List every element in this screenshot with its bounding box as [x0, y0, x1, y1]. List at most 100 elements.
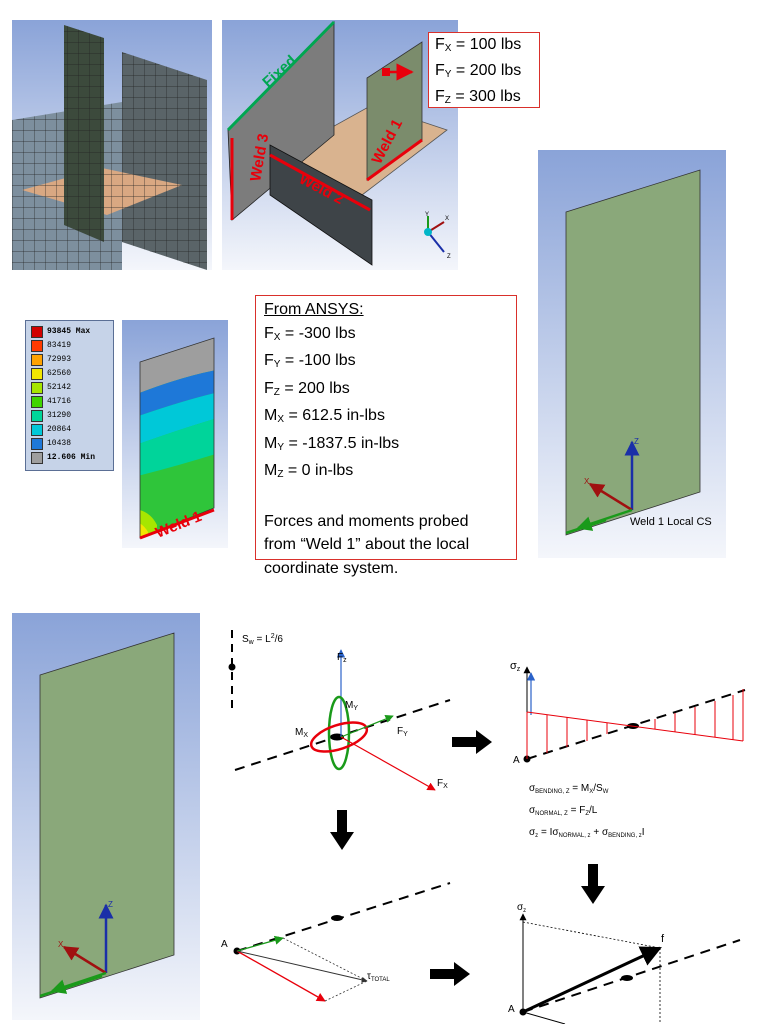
bottom-axes-icon: Z X	[50, 900, 114, 994]
legend-row: 41716	[31, 396, 109, 408]
shear-illustration: A τTOTAL	[221, 882, 451, 1002]
weld-axis-line	[234, 699, 451, 771]
stress-point-a: A	[513, 755, 520, 766]
legend-row: 72993	[31, 354, 109, 366]
stress-profile-line	[526, 711, 744, 742]
section-modulus-label: Sw = L2/6	[242, 633, 283, 646]
legend-row: 83419	[31, 340, 109, 352]
weld2-line	[269, 153, 371, 212]
svg-text:X: X	[445, 216, 449, 222]
stress-distribution: σz A σBENDING, Z = MX/SW σNORMAL, Z = FZ…	[505, 655, 755, 850]
mx-label: MX	[295, 727, 308, 739]
ansys-note-1: Forces and moments probed	[264, 512, 469, 530]
normal-stress-eq: σNORMAL, Z = FZ/L	[529, 805, 598, 817]
local-axes-icon: Z X	[576, 437, 640, 531]
bottom-plate-illustration: Z X	[12, 613, 200, 1020]
front-plate	[269, 144, 373, 266]
weld-contour-illustration: Weld 1	[122, 320, 228, 548]
mesh-model-panel	[12, 20, 212, 270]
ansys-mx: MX = 612.5 in-lbs	[264, 407, 385, 425]
ansys-fz: FZ = 200 lbs	[264, 379, 350, 398]
shear-fy-vector	[236, 935, 284, 952]
flow-arrow-down-1	[330, 810, 354, 850]
svg-text:Z: Z	[634, 437, 639, 446]
flow-arrow-down-2	[581, 864, 605, 904]
stress-distribution-illustration: σz A σBENDING, Z = MX/SW σNORMAL, Z = FZ…	[510, 660, 746, 839]
bending-stress-eq: σBENDING, Z = MX/SW	[529, 783, 609, 795]
resultant-f-label: f	[661, 933, 665, 945]
fz-label: Fz	[337, 652, 347, 664]
ansys-note-3: coordinate system.	[264, 559, 399, 577]
legend-swatch-7	[31, 424, 43, 436]
contour-panel: Weld 1	[122, 320, 228, 548]
ansys-mz: MZ = 0 in-lbs	[264, 462, 354, 480]
flow-arrow-right-1	[452, 730, 492, 754]
ansys-fx: FX = -300 lbs	[264, 324, 356, 343]
mesh-model-illustration	[12, 20, 212, 270]
legend-swatch-1	[31, 340, 43, 352]
ansys-heading: From ANSYS:	[264, 301, 364, 318]
legend-swatch-2	[31, 354, 43, 366]
weld1-contour-edge	[139, 508, 215, 540]
flow-arrow-right-2	[430, 962, 470, 986]
legend-row: 12.606 Min	[31, 452, 109, 464]
sigma-z-label: σz	[510, 660, 521, 673]
combined-weld-axis	[522, 939, 741, 1013]
combined-point-a: A	[508, 1004, 515, 1015]
stress-hatch	[546, 695, 734, 753]
stress-legend: 93845 Max 83419 72993 62560 52142 41716 …	[25, 320, 114, 471]
my-moment-arc	[327, 695, 351, 771]
weld1-plate-local	[565, 169, 701, 536]
svg-text:Z: Z	[108, 900, 113, 909]
my-label: MY	[345, 700, 358, 712]
applied-loads-box: FX = 100 lbs FY = 200 lbs FZ = 300 lbs	[428, 32, 540, 108]
fy-label: FY	[397, 726, 408, 738]
total-stress-eq: σz = IσNORMAL, z + σBENDING, zI	[529, 827, 645, 839]
free-body-diagram: Sw = L2/6 Fz MY MX FY FX	[215, 620, 465, 800]
fx-label: FX	[437, 778, 448, 790]
legend-swatch-4	[31, 382, 43, 394]
legend-swatch-3	[31, 368, 43, 380]
fbd-illustration: Sw = L2/6 Fz MY MX FY FX	[228, 630, 451, 791]
weld1-edge-bottom	[39, 974, 103, 998]
legend-swatch-6	[31, 410, 43, 422]
tau-total-label: τTOTAL	[367, 971, 390, 983]
shear-total-vector	[236, 950, 368, 983]
ansys-fy: FY = -100 lbs	[264, 352, 356, 370]
applied-fy: FY = 200 lbs	[435, 62, 522, 80]
fx-arrow	[340, 736, 436, 791]
legend-row: 62560	[31, 368, 109, 380]
legend-row: 10438	[31, 438, 109, 450]
resultant-f-vector	[522, 946, 662, 1014]
shear-diagram: A τTOTAL	[215, 875, 460, 1010]
local-cs-label: Weld 1 Local CS	[630, 516, 712, 528]
combined-illustration: σz A f	[508, 902, 741, 1024]
local-cs-illustration: Z X	[538, 150, 726, 558]
geometry-illustration: Fixed Weld 3 Weld 2 Weld 1 Y X Z	[222, 20, 458, 270]
combined-stress-diagram: σz A f	[505, 900, 750, 1024]
mx-moment-arc	[309, 721, 369, 753]
stress-weld-axis	[526, 689, 746, 760]
geometry-panel: Fixed Weld 3 Weld 2 Weld 1 Y X Z	[222, 20, 458, 270]
ansys-my: MY = -1837.5 in-lbs	[264, 434, 400, 453]
svg-text:Z: Z	[447, 254, 451, 260]
svg-text:Y: Y	[425, 212, 429, 218]
legend-swatch-8	[31, 438, 43, 450]
coordinate-triad-icon: Y X Z	[424, 212, 451, 260]
load-point-marker	[382, 68, 390, 76]
fixed-edge	[226, 20, 336, 132]
legend-swatch-5	[31, 396, 43, 408]
ansys-results-box: From ANSYS: FX = -300 lbs FY = -100 lbs …	[255, 295, 517, 577]
applied-fz: FZ = 300 lbs	[435, 88, 521, 106]
legend-swatch-0	[31, 326, 43, 338]
applied-fx: FX = 100 lbs	[435, 36, 522, 54]
combined-sigma-label: σz	[517, 902, 526, 914]
local-cs-panel: Z X Weld 1 Local CS	[538, 150, 726, 558]
legend-row: 31290	[31, 410, 109, 422]
shear-point-a: A	[221, 939, 228, 950]
bottom-plate-panel: Z X	[12, 613, 200, 1020]
weld1-plate-bottom	[39, 632, 175, 999]
ansys-note-2: from “Weld 1” about the local	[264, 536, 470, 553]
legend-row: 93845 Max	[31, 326, 109, 338]
legend-row: 20864	[31, 424, 109, 436]
